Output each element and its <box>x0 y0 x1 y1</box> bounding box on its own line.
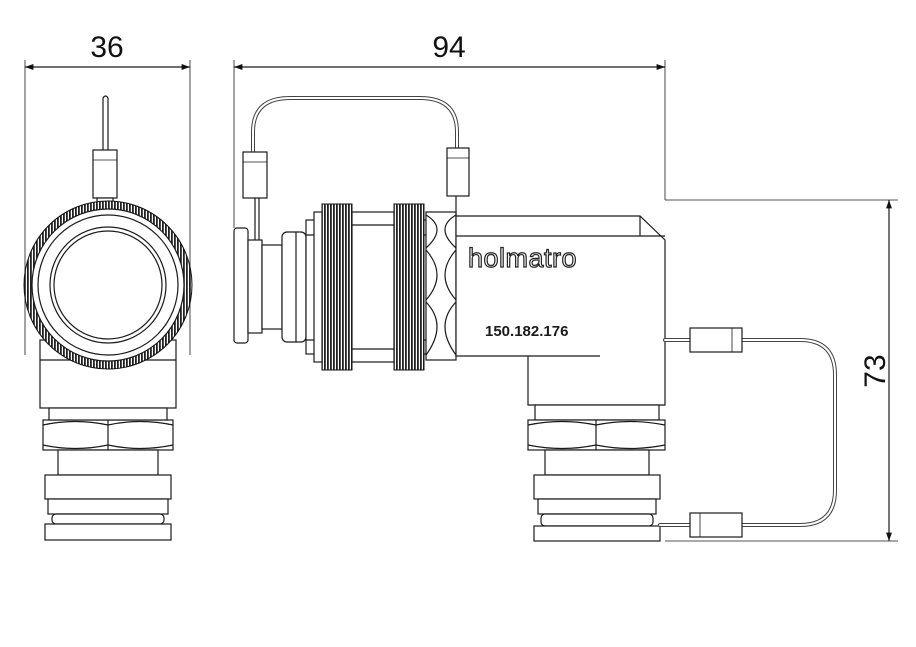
dimension-height-side-label: 73 <box>859 354 892 387</box>
front-view: 36 <box>23 31 193 541</box>
dimension-height-side: 73 <box>665 199 898 542</box>
dimension-width-front: 36 <box>24 31 191 355</box>
brand-label: holmatro <box>468 243 577 273</box>
dimension-width-front-label: 36 <box>90 31 123 64</box>
dimension-length-side: 94 <box>233 31 666 228</box>
part-number-label: 150.182.176 <box>485 323 568 340</box>
side-view: 94 73 <box>233 31 898 542</box>
dimension-length-side-label: 94 <box>432 31 465 64</box>
